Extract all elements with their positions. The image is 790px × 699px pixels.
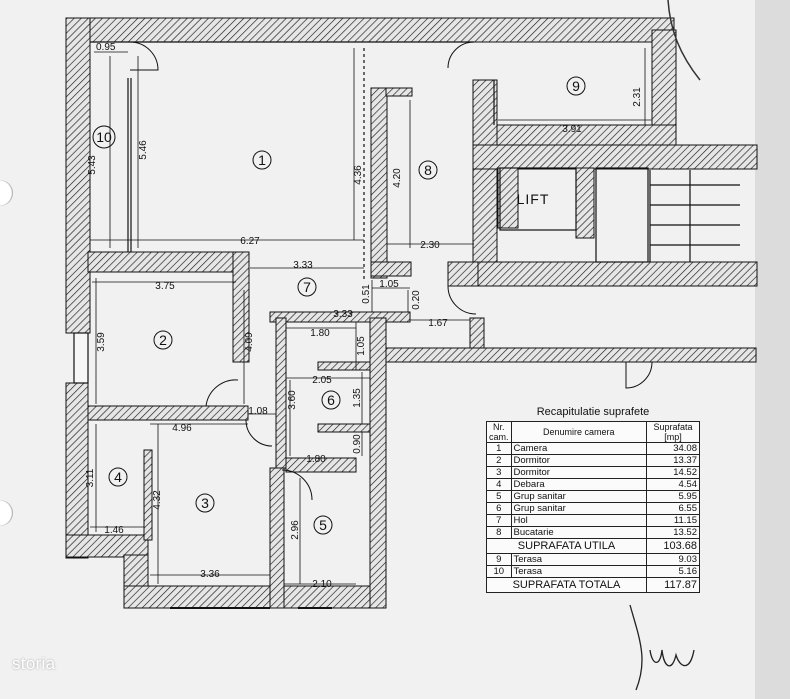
svg-text:2.31: 2.31 [632, 87, 643, 107]
room-label-1: 1 [252, 150, 272, 170]
svg-text:1.05: 1.05 [379, 279, 399, 290]
stamp-fragment [667, 0, 701, 81]
signature-scribble [629, 604, 695, 691]
svg-text:1.08: 1.08 [248, 406, 268, 417]
brand-watermark: storia [12, 654, 56, 673]
svg-text:4.96: 4.96 [172, 423, 192, 434]
svg-text:3.60: 3.60 [287, 390, 298, 410]
svg-text:6.27: 6.27 [240, 236, 260, 247]
svg-text:2.05: 2.05 [312, 375, 332, 386]
svg-text:7: 7 [303, 279, 311, 295]
svg-text:2.30: 2.30 [420, 240, 440, 251]
binder-hole-top [0, 180, 13, 206]
svg-text:1.80: 1.80 [310, 328, 330, 339]
room-label-5: 5 [313, 515, 333, 535]
svg-text:4.09: 4.09 [244, 332, 255, 352]
grand-total-row: SUPRAFATA TOTALA 117.87 [486, 577, 700, 593]
room-label-10: 10 [92, 125, 116, 149]
svg-text:1: 1 [258, 152, 266, 168]
summary-title: Recapitulatie suprafete [536, 406, 650, 418]
svg-text:3.75: 3.75 [155, 281, 175, 292]
svg-text:9: 9 [572, 78, 580, 94]
svg-text:1.67: 1.67 [428, 318, 448, 329]
svg-text:6: 6 [327, 392, 335, 408]
header-nr: Nr. cam. [486, 421, 512, 443]
svg-text:0.20: 0.20 [411, 290, 422, 310]
wall-lines [73, 41, 740, 609]
svg-text:5: 5 [319, 517, 327, 533]
room-label-2: 2 [153, 330, 173, 350]
header-area: Suprafata [mp] [646, 421, 700, 443]
util-total-row: SUPRAFATA UTILA 103.68 [486, 538, 700, 554]
svg-text:3.33: 3.33 [333, 309, 353, 320]
room-label-7: 7 [297, 277, 317, 297]
svg-text:4.20: 4.20 [392, 168, 403, 188]
svg-text:3.91: 3.91 [562, 124, 582, 135]
area-summary-table: Recapitulatie suprafete Nr. cam. Denumir… [486, 406, 700, 593]
svg-text:3: 3 [201, 495, 209, 511]
svg-text:3.59: 3.59 [96, 332, 107, 352]
svg-text:2.10: 2.10 [312, 579, 332, 590]
svg-text:0.95: 0.95 [96, 42, 116, 53]
svg-text:3.11: 3.11 [85, 468, 96, 487]
room-label-9: 9 [566, 76, 586, 96]
svg-text:1.46: 1.46 [104, 525, 124, 536]
room-label-3: 3 [195, 493, 215, 513]
lift-label: LIFT [517, 191, 550, 207]
svg-text:5.46: 5.46 [138, 140, 149, 160]
svg-text:5.43: 5.43 [87, 155, 98, 175]
header-name: Denumire camera [510, 421, 647, 443]
svg-text:1.05: 1.05 [356, 336, 367, 356]
svg-text:4: 4 [114, 469, 122, 485]
svg-text:3.36: 3.36 [200, 569, 220, 580]
walls [65, 17, 758, 609]
svg-text:2: 2 [159, 332, 167, 348]
dimension-lines [90, 48, 652, 585]
svg-text:4.36: 4.36 [353, 165, 364, 185]
summary-grid: Nr. cam. Denumire camera Suprafata [mp] … [486, 421, 700, 593]
dimension-texts: 0.95 5.46 5.43 6.27 4.36 4.20 2.30 2.31 … [85, 42, 643, 590]
svg-text:0.51: 0.51 [361, 284, 372, 304]
binder-hole-bottom [0, 500, 13, 526]
room-label-4: 4 [108, 467, 128, 487]
room-labels: 1 2 3 4 5 6 7 8 9 10 LIFT [92, 76, 586, 535]
svg-text:10: 10 [96, 129, 112, 145]
room-label-8: 8 [418, 160, 438, 180]
svg-text:1.35: 1.35 [352, 388, 363, 408]
svg-text:3.33: 3.33 [293, 260, 313, 271]
summary-header-row: Nr. cam. Denumire camera Suprafata [mp] [486, 421, 700, 443]
svg-text:4.32: 4.32 [152, 490, 163, 510]
svg-text:0.90: 0.90 [352, 434, 363, 454]
svg-text:2.96: 2.96 [290, 520, 301, 540]
svg-text:1.80: 1.80 [306, 454, 326, 465]
svg-text:8: 8 [424, 162, 432, 178]
room-label-6: 6 [321, 390, 341, 410]
